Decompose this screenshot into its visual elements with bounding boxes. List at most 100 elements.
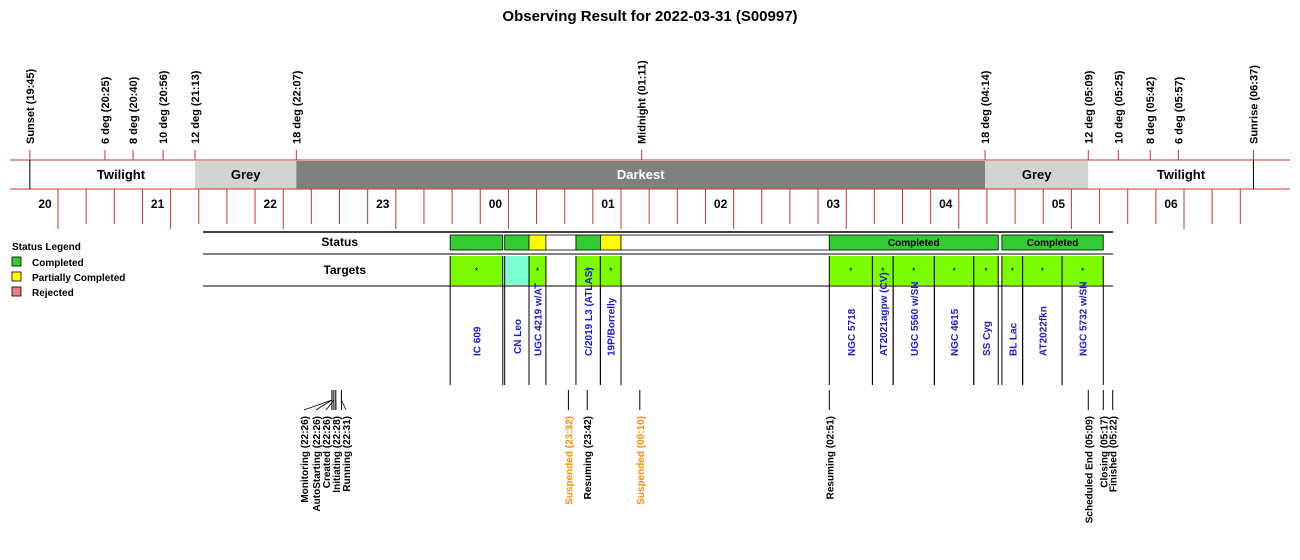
- target-star-mark: *: [849, 266, 853, 276]
- hour-tick-label: 04: [939, 197, 953, 211]
- night-event-label: 12 deg (21:13): [190, 70, 202, 144]
- status-block: [828, 234, 999, 251]
- legend-item-label: Rejected: [32, 288, 74, 299]
- target-star-mark: *: [475, 266, 479, 276]
- night-event-label: 8 deg (05:42): [1145, 76, 1157, 144]
- log-event-connector: [341, 399, 347, 411]
- log-event-label: Closing (05:17): [1099, 416, 1110, 488]
- log-event-connector: [303, 399, 333, 411]
- target-block: [450, 256, 503, 285]
- log-event-label: Scheduled End (05:09): [1084, 416, 1095, 523]
- target-star-mark: *: [586, 266, 590, 276]
- legend-swatch: [11, 271, 22, 282]
- target-block: [1001, 256, 1023, 285]
- target-name: C/2019 L3 (ATLAS): [584, 267, 595, 356]
- night-event-label: 8 deg (20:40): [128, 76, 140, 144]
- targets-row-label: Targets: [324, 263, 367, 277]
- log-event-label: Suspended (00:10): [636, 416, 647, 505]
- hour-tick-label: 00: [489, 197, 503, 211]
- period-label: Twilight: [97, 167, 146, 182]
- target-name: BL Lac: [1008, 322, 1019, 356]
- night-event-label: 12 deg (05:09): [1083, 70, 1095, 144]
- target-name: CN Leo: [513, 319, 524, 354]
- target-name: AT2021agpw (CV): [879, 272, 890, 356]
- target-block: [829, 256, 873, 285]
- night-event-label: 6 deg (05:57): [1173, 76, 1185, 144]
- target-star-mark: *: [952, 266, 956, 276]
- hour-tick-label: 02: [714, 197, 728, 211]
- hour-tick-label: 03: [827, 197, 841, 211]
- chart-title: Observing Result for 2022-03-31 (S00997): [502, 8, 797, 25]
- log-event-label: Finished (05:22): [1109, 416, 1120, 492]
- status-row-label: Status: [321, 235, 358, 249]
- period-block: [296, 161, 986, 189]
- target-star-mark: *: [984, 266, 988, 276]
- legend-swatch: [11, 286, 22, 297]
- period-block: [10, 161, 196, 189]
- target-star-mark: *: [609, 266, 613, 276]
- hour-tick-label: 06: [1164, 197, 1178, 211]
- hour-tick-label: 21: [151, 197, 165, 211]
- target-name: 19P/Borrelly: [607, 297, 618, 356]
- log-event-label: Initiating (22:28): [332, 416, 343, 493]
- target-name: SS Cyg: [982, 321, 993, 356]
- status-block: [449, 234, 504, 251]
- status-block: [620, 234, 830, 251]
- log-event-label: Resuming (02:51): [825, 416, 836, 499]
- target-name: IC 609: [472, 326, 483, 356]
- legend-swatch: [11, 256, 22, 267]
- night-event-label: Midnight (01:11): [637, 60, 649, 144]
- status-block: [575, 234, 601, 251]
- target-star-mark: *: [1081, 266, 1085, 276]
- target-star-mark: *: [912, 266, 916, 276]
- log-event-label: Suspended (23:32): [564, 416, 575, 505]
- target-name: NGC 5732 w/SN: [1079, 282, 1090, 356]
- target-block: [872, 256, 894, 285]
- log-event-connector: [315, 399, 333, 411]
- target-block: [575, 256, 601, 285]
- status-block: [545, 234, 577, 251]
- night-event-label: 18 deg (04:14): [980, 70, 992, 144]
- legend-title: Status Legend: [12, 242, 81, 253]
- target-star-mark: *: [536, 266, 540, 276]
- hour-tick-label: 05: [1052, 197, 1066, 211]
- hour-tick-label: 01: [601, 197, 615, 211]
- target-block: [529, 256, 546, 285]
- status-block: [528, 234, 547, 251]
- period-block: [985, 161, 1089, 189]
- log-event-label: AutoStarting (22:26): [312, 416, 323, 512]
- period-label: Twilight: [1157, 167, 1206, 182]
- night-event-label: 6 deg (20:25): [100, 76, 112, 144]
- period-block: [1088, 161, 1269, 189]
- target-block: [973, 256, 999, 285]
- status-block: [504, 234, 530, 251]
- target-block: [600, 256, 621, 285]
- hour-tick-label: 22: [264, 197, 278, 211]
- target-name: AT2022fkn: [1038, 306, 1049, 356]
- log-event-label: Running (22:31): [342, 416, 353, 492]
- target-star-mark: *: [881, 266, 885, 276]
- legend-item-label: Completed: [32, 258, 84, 269]
- target-name: UGC 4219 w/AT: [533, 283, 544, 356]
- target-name: NGC 4615: [950, 308, 961, 356]
- night-events-group: Sunset (19:45)6 deg (20:25)8 deg (20:40)…: [25, 60, 1260, 160]
- night-event-label: Sunrise (06:37): [1248, 65, 1260, 144]
- status-block: [1001, 234, 1104, 251]
- log-event-label: Monitoring (22:26): [300, 416, 311, 503]
- target-block: [893, 256, 935, 285]
- target-block: [504, 256, 530, 285]
- log-event-label: Created (22:26): [322, 416, 333, 488]
- night-event-label: 10 deg (05:25): [1113, 70, 1125, 144]
- night-event-label: 10 deg (20:56): [158, 70, 170, 144]
- rows-group: Status Targets: [203, 231, 1113, 287]
- log-events-group: Monitoring (22:26)AutoStarting (22:26)Cr…: [300, 390, 1120, 523]
- status-block-label: Completed: [1027, 238, 1079, 249]
- log-event-label: Resuming (23:42): [583, 416, 594, 499]
- target-star-mark: *: [1011, 266, 1015, 276]
